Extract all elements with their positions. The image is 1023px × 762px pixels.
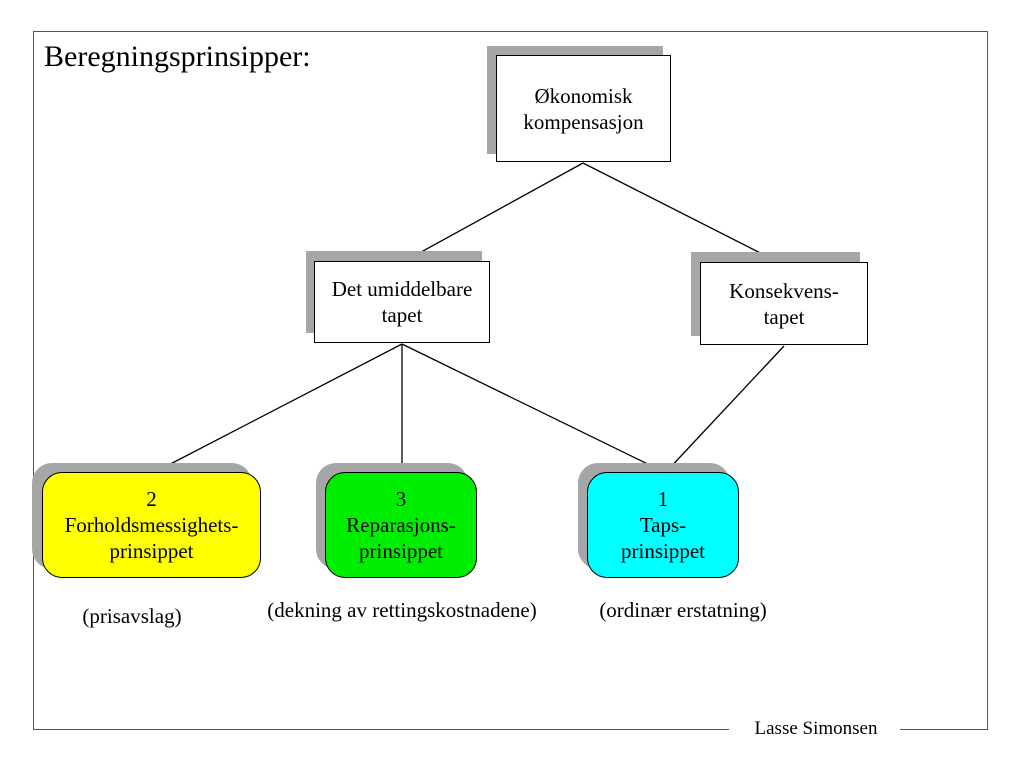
node-consequential-loss: Konsekvens- tapet [700,262,868,345]
node-economic-compensation: Økonomisk kompensasjon [496,55,671,162]
footer-author: Lasse Simonsen [736,718,896,740]
footer-rule-right [900,729,988,730]
caption-proportionality: (prisavslag) [82,604,182,628]
node-loss-number: 1 [657,487,669,511]
node-repair-principle: 3 Reparasjons- prinsippet [325,472,477,578]
node-consequential-loss-line1: Konsekvens- [729,278,839,303]
node-repair-number: 3 [395,487,407,511]
node-loss-line1: Taps- [639,513,687,537]
node-proportionality-number: 2 [146,487,157,511]
caption-loss: (ordinær erstatning) [599,598,767,622]
arrow-consequential-loss-to-loss [665,345,785,473]
node-proportionality-principle: 2 Forholdsmessighets- prinsippet [42,472,261,578]
arrow-root-to-direct-loss [402,162,584,263]
node-direct-loss: Det umiddelbare tapet [314,261,490,343]
arrow-root-to-consequential-loss [582,162,783,265]
arrow-direct-loss-to-proportionality [154,343,403,473]
node-repair-line1: Reparasjons- [346,513,456,537]
page-title: Beregningsprinsipper: [44,40,311,73]
node-proportionality-line1: Forholdsmessighets- [64,513,239,537]
node-direct-loss-line2: tapet [381,303,423,327]
node-loss-principle: 1 Taps- prinsippet [587,472,739,578]
node-root-line2: kompensasjon [523,109,644,134]
node-consequential-loss-line2: tapet [763,304,805,329]
node-root-line1: Økonomisk [534,83,633,108]
node-loss-line2: prinsippet [621,539,705,563]
arrow-direct-loss-to-loss [401,343,665,473]
slide-frame [33,31,988,730]
footer-rule-left [33,729,729,730]
caption-repair: (dekning av rettingskostnadene) [267,598,537,622]
node-proportionality-line2: prinsippet [109,539,194,563]
node-direct-loss-line1: Det umiddelbare [331,277,473,301]
node-repair-line2: prinsippet [359,539,443,563]
